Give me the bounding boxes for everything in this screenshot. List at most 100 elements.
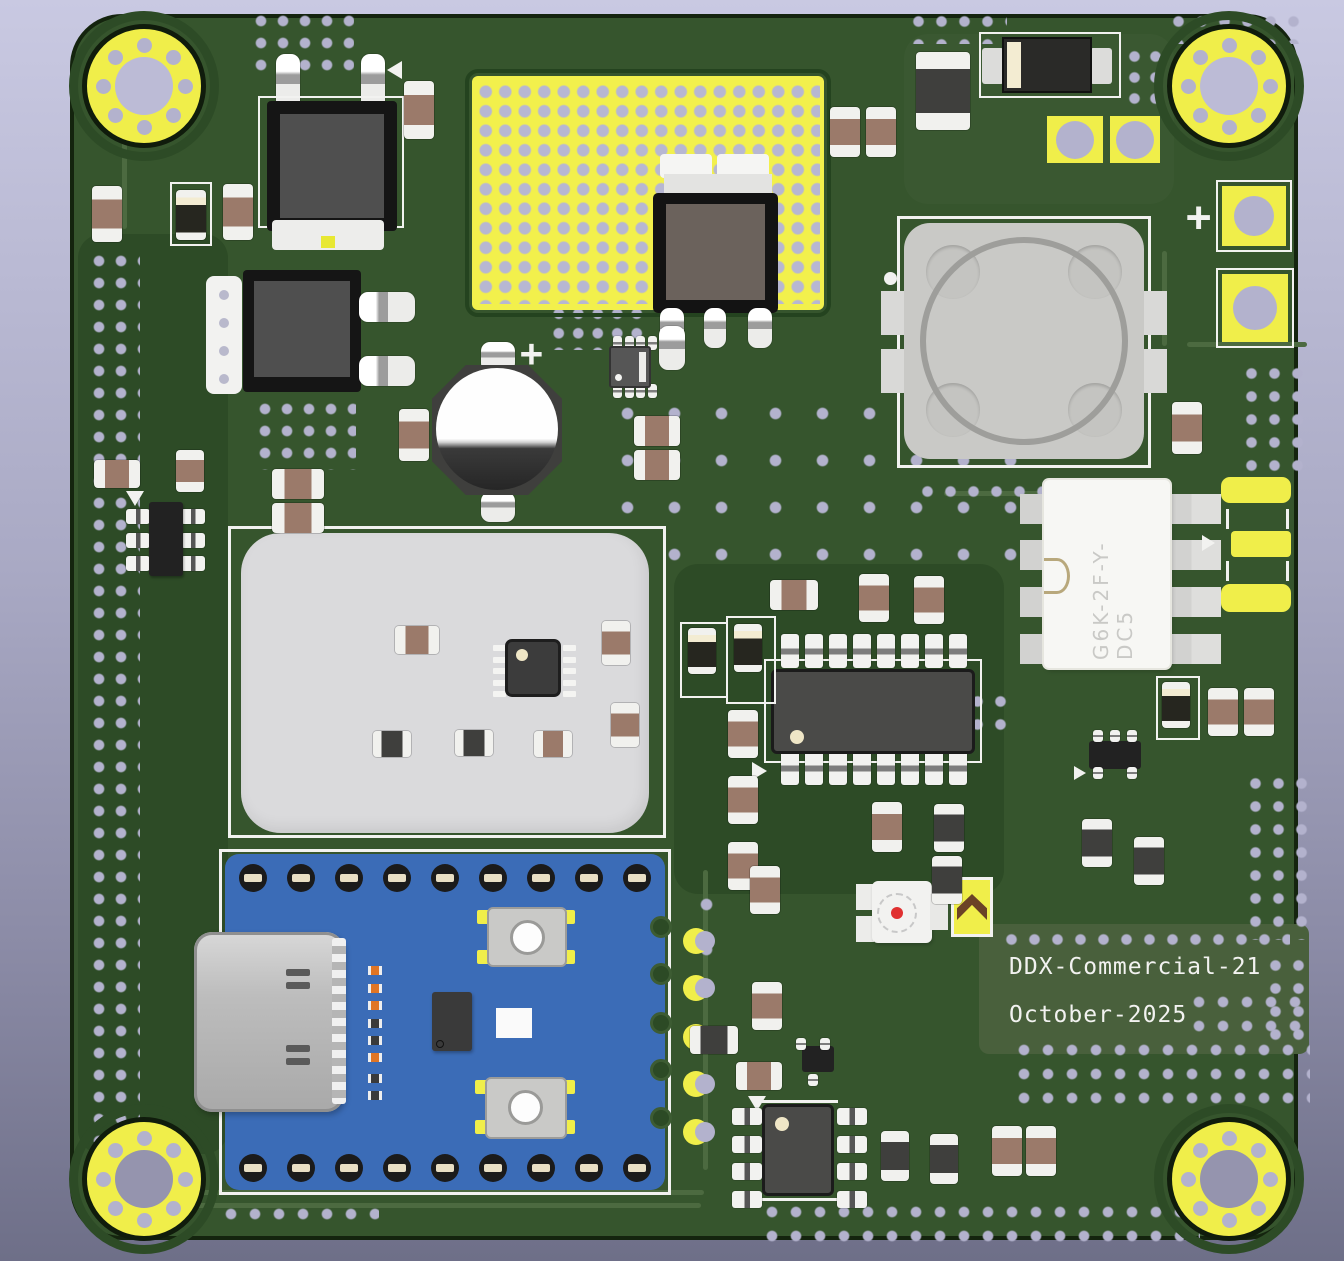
pin1-arrow [1074,766,1086,780]
sot23-transistor [149,502,183,576]
led-ring [877,893,917,933]
silkscreen-outline [1216,180,1292,252]
smd-part [368,1001,382,1010]
relay-notch [1044,558,1070,594]
via-grid [88,250,140,1142]
mounting-keepout [1154,11,1304,161]
pin-socket [623,864,651,892]
button-cap [510,920,545,955]
ic-pins [181,509,205,571]
smd-capacitor [634,450,680,480]
regulator-body [267,101,397,231]
trace [122,139,127,229]
diode-pad [1090,48,1112,84]
smd-capacitor [736,1062,782,1090]
led-pad [856,884,874,910]
pin1-arrow [748,1096,766,1111]
regulator-lead [359,356,415,386]
relay-pin [1020,587,1048,617]
pin-socket-row-bottom [239,1154,651,1182]
solder-pad [1221,477,1291,503]
smd-capacitor [602,621,630,665]
mounting-hole-top-left [82,24,206,148]
sot23-transistor [1089,741,1141,769]
relay-pin [1167,587,1221,617]
silkscreen-outline [764,659,982,763]
smd-capacitor [534,731,572,757]
smd-capacitor [404,81,434,139]
drill-hole [1200,57,1258,115]
ic-pins [732,1108,762,1208]
led-die [891,907,903,919]
smd-capacitor [94,460,140,488]
silkscreen-line [1226,561,1229,581]
electrolytic-capacitor-top [436,368,558,490]
trace [1187,342,1307,347]
smd-resistor [455,730,493,756]
tactile-button-1 [487,907,567,967]
smd-resistor [1134,837,1164,885]
ic-pins [613,384,657,398]
smd-capacitor [1026,1126,1056,1176]
silkscreen-outline [1216,268,1294,348]
soic8-ic [609,346,651,388]
drill-hole [115,1150,173,1208]
via-grid [1244,772,1310,940]
smd-resistor [881,1131,909,1181]
via-grid [1240,362,1310,478]
header-connector [206,276,242,394]
pin-socket [527,864,555,892]
plus-mark: + [1186,192,1212,241]
pin-socket [479,864,507,892]
shield-module-body [241,533,649,833]
button-cap [508,1090,543,1125]
silkscreen-outline [897,216,1151,468]
smd-resistor [373,731,411,757]
smd-capacitor [395,626,439,654]
ic-pins [493,645,506,697]
pin-socket [527,1154,555,1182]
smd-capacitor [272,469,324,499]
plated-hole-pad [1110,116,1160,163]
smd-capacitor [92,186,122,242]
edge-pad [650,963,672,985]
mounting-keepout [69,1104,219,1254]
pin-socket [575,1154,603,1182]
smd-capacitor [1208,688,1238,736]
ic-pins [781,634,967,668]
pin-socket [383,1154,411,1182]
silkscreen-line [1286,509,1289,529]
ic-pin [820,1038,830,1050]
sot23-transistor [802,1046,834,1072]
pin-socket [431,1154,459,1182]
soic8-ic [762,1104,834,1196]
silkscreen-line [762,1100,838,1103]
usb-c-connector [194,932,346,1112]
pin-socket [479,1154,507,1182]
trace [703,870,708,1170]
mounting-hole-bottom-left [82,1117,206,1241]
buzzer-pad [881,349,907,393]
smd-part [368,1074,382,1083]
smd-capacitor [750,866,780,914]
smd-capacitor [914,576,944,624]
smd-capacitor [223,184,253,240]
relay-pin [1167,634,1221,664]
smd-capacitor [728,776,758,824]
via-grid [254,398,356,470]
pin1-arrow [752,762,767,780]
buzzer-pad [1141,291,1167,335]
trace [116,1203,701,1208]
smd-capacitor [770,580,818,610]
sensor-ic [505,639,561,697]
plated-hole-pad [1222,274,1288,342]
ic-pins [1093,730,1137,742]
usb-c-pins [332,938,346,1104]
capacitor-tab [481,492,515,522]
ic-pins [781,751,967,785]
solder-pad [1221,584,1291,612]
relay-pin [1020,634,1048,664]
pin-socket-row-top [239,864,651,892]
plus-mark: + [520,331,543,375]
